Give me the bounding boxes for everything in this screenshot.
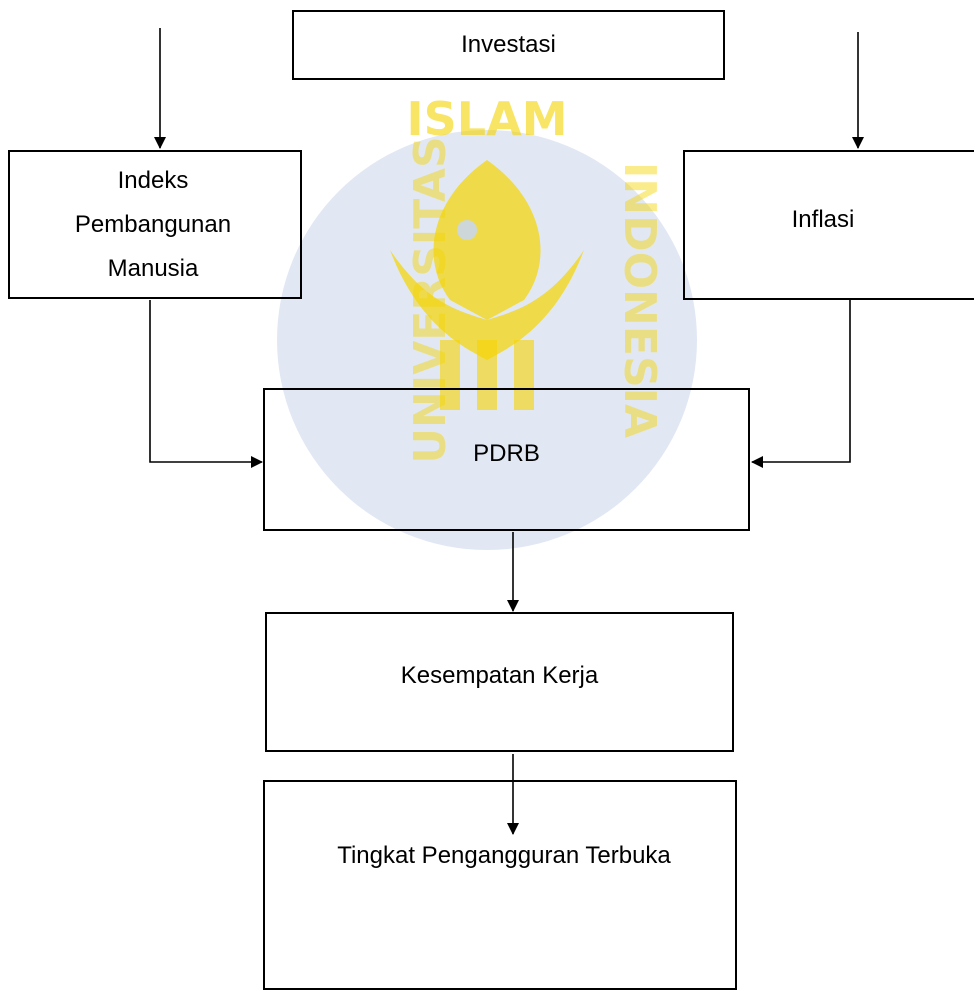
watermark-lamp-icon: [433, 160, 541, 320]
node-indeks-pembangunan-manusia: Indeks Pembangunan Manusia: [8, 150, 302, 299]
node-ipm-label-group: Indeks Pembangunan Manusia: [75, 159, 235, 291]
node-investasi-label: Investasi: [461, 31, 556, 58]
node-tingkat-pengangguran-terbuka: Tingkat Pengangguran Terbuka: [263, 780, 737, 990]
node-kesempatan-kerja-label: Kesempatan Kerja: [400, 662, 599, 689]
arrow-ipm-to-pdrb: [149, 300, 263, 468]
watermark-lamp-dot: [457, 220, 477, 240]
node-inflasi-label: Inflasi: [791, 206, 855, 233]
node-ipm-label-line-3: Manusia: [107, 254, 199, 282]
arrow-inflasi-to-pdrb: [751, 300, 851, 468]
node-ipm-label-line-1: Indeks: [117, 166, 189, 194]
node-pdrb: PDRB: [263, 388, 750, 531]
node-tpt-label: Tingkat Pengangguran Terbuka: [337, 842, 671, 869]
node-kesempatan-kerja: Kesempatan Kerja: [265, 612, 734, 752]
node-pdrb-label: PDRB: [473, 439, 540, 467]
node-ipm-label-line-2: Pembangunan: [74, 210, 232, 238]
node-investasi: Investasi: [292, 10, 725, 80]
watermark-text-top: ISLAM: [407, 92, 568, 146]
node-inflasi: Inflasi: [683, 150, 974, 300]
watermark-leaf-icon: [390, 250, 584, 360]
